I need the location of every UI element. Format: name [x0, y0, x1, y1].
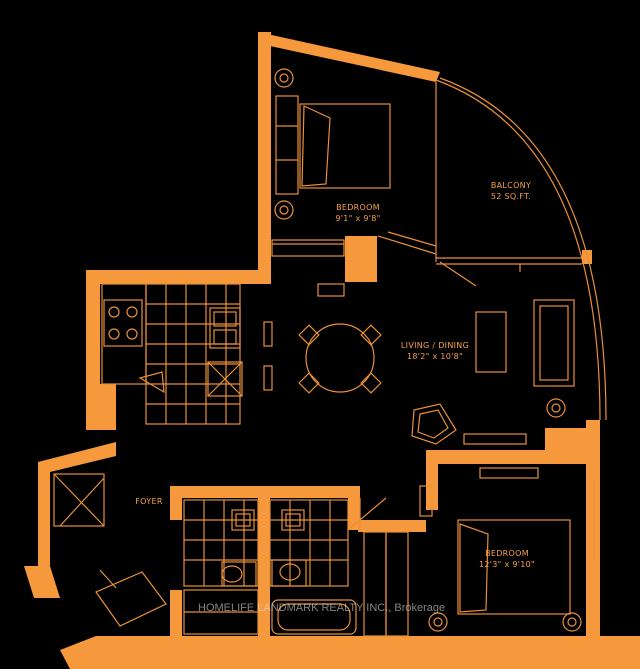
- living-name: LIVING / DINING: [400, 341, 470, 350]
- brokerage-watermark: HOMELIFE LANDMARK REALTY INC., Brokerage: [198, 602, 446, 614]
- bedroom1-label: BEDROOM 9'1" x 9'8": [318, 202, 398, 224]
- bedroom2-name: BEDROOM: [485, 549, 529, 558]
- bedroom2-label: BEDROOM 12'3" x 9'10": [462, 548, 552, 570]
- balcony-label: BALCONY 52 SQ.FT.: [476, 180, 546, 202]
- living-dims: 18'2" x 10'8": [406, 352, 464, 361]
- balcony-name: BALCONY: [490, 181, 532, 190]
- bedroom1-dims: 9'1" x 9'8": [335, 214, 381, 223]
- foyer-name: FOYER: [135, 497, 163, 506]
- bedroom2-dims: 12'3" x 9'10": [478, 560, 536, 569]
- balcony-dims: 52 SQ.FT.: [490, 192, 532, 201]
- foyer-label: FOYER: [124, 496, 174, 507]
- bedroom1-name: BEDROOM: [336, 203, 380, 212]
- interior-lines: [53, 68, 607, 637]
- living-label: LIVING / DINING 18'2" x 10'8": [380, 340, 490, 362]
- exterior-walls: [24, 32, 640, 669]
